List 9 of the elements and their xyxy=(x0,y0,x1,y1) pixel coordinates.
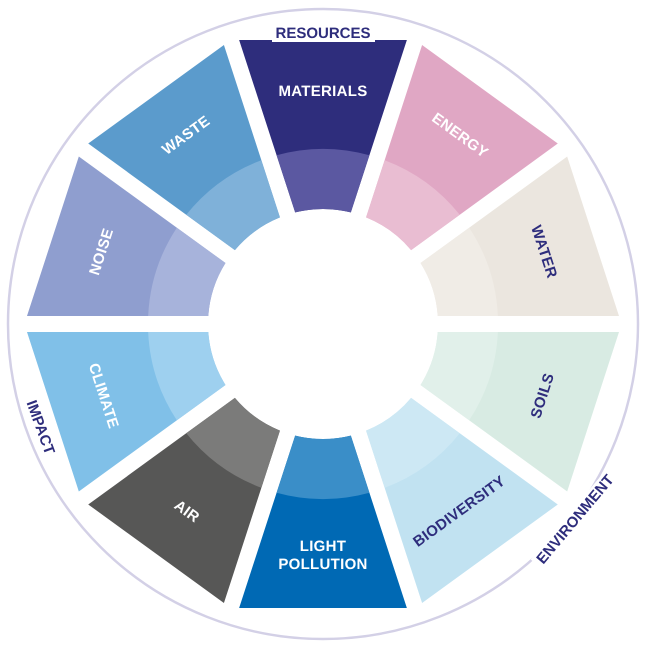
segment-label: NOISE xyxy=(86,226,118,278)
segment-label: SOILS xyxy=(528,370,560,421)
segment-label: MATERIALS xyxy=(278,83,368,101)
wheel-segment xyxy=(420,156,620,316)
segment-label: AIR xyxy=(170,496,203,527)
wheel-segment xyxy=(26,332,226,492)
category-label: RESOURCES xyxy=(272,24,375,42)
segment-label: LIGHT POLLUTION xyxy=(277,538,369,574)
segment-label: WATER xyxy=(526,224,561,282)
